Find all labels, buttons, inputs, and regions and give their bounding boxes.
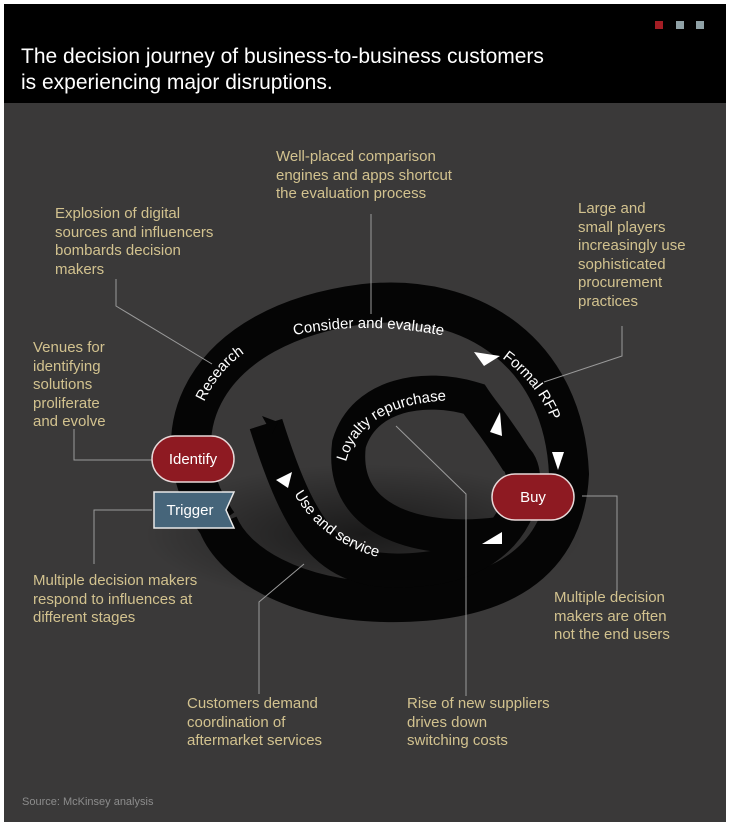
trigger-stage: Trigger bbox=[153, 491, 236, 529]
annotation-suppliers: Rise of new suppliers drives down switch… bbox=[407, 695, 550, 749]
arrow-head-icon bbox=[482, 532, 502, 544]
arrow-head-icon bbox=[552, 452, 564, 470]
annotation-end-users: Multiple decision makers are often not t… bbox=[554, 589, 670, 643]
red-square-icon bbox=[655, 21, 663, 29]
buy-stage: Buy bbox=[491, 473, 575, 521]
annotation-digital-sources: Explosion of digital sources and influen… bbox=[55, 205, 214, 278]
gray-square-icon bbox=[696, 21, 704, 29]
infographic-panel: The decision journey of business-to-busi… bbox=[4, 4, 726, 822]
annotation-procurement: Large and small players increasingly use… bbox=[578, 200, 686, 310]
gray-square-icon bbox=[676, 21, 684, 29]
decision-journey-diagram: Research Consider and evaluate Formal RF… bbox=[73, 214, 623, 696]
leader-lines bbox=[73, 214, 623, 696]
source-note: Source: McKinsey analysis bbox=[22, 796, 154, 808]
outer-loop-band bbox=[171, 282, 590, 623]
annotation-multiple-stages: Multiple decision makers respond to infl… bbox=[33, 572, 198, 626]
arrow-head-icon bbox=[474, 352, 500, 366]
page-title: The decision journey of business-to-busi… bbox=[21, 45, 544, 94]
trigger-label: Trigger bbox=[167, 502, 214, 519]
annotation-aftermarket: Customers demand coordination of afterma… bbox=[187, 695, 323, 749]
identify-label: Identify bbox=[169, 451, 218, 468]
identify-stage: Identify bbox=[151, 435, 235, 483]
annotation-comparison-engines: Well-placed comparison engines and apps … bbox=[276, 148, 452, 202]
spiral-tip bbox=[262, 416, 278, 434]
arrow-head-icon bbox=[276, 472, 292, 488]
buy-label: Buy bbox=[520, 489, 546, 506]
annotation-venues: Venues for identifying solutions prolife… bbox=[33, 339, 106, 430]
header-bar: The decision journey of business-to-busi… bbox=[4, 4, 726, 103]
arrow-head-icon bbox=[490, 412, 502, 436]
